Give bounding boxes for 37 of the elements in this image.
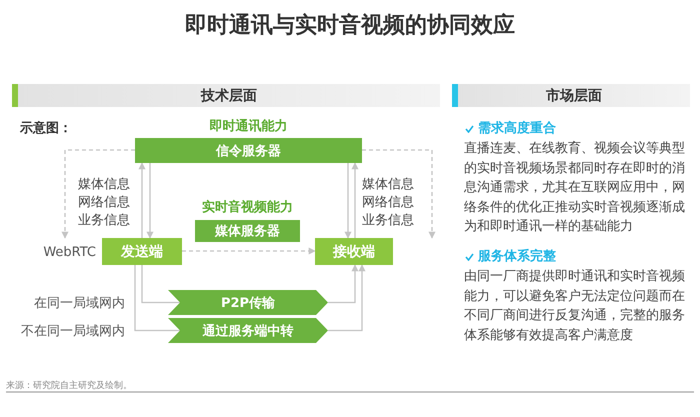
arrow (328, 264, 366, 332)
info-label: 业务信息 (362, 212, 415, 229)
transfer-banner: 通过服务端中转 (168, 318, 328, 343)
info-label: 媒体信息 (362, 176, 415, 193)
section-header-band: 技术层面 (12, 84, 440, 107)
paragraph: 直播连麦、在线教育、视频会议等典型的实时音视频场景都同时存在即时的消息沟通需求，尤其在互联网应用中，网络条件的优化正推动实时音视频逐渐成为和即时通讯一样的基础能力 (464, 140, 686, 236)
title: 即时通讯与实时音视频的协同效应 (184, 12, 516, 40)
capability-heading: 即时通讯能力 (208, 119, 288, 135)
point-heading: 服务体系完整 (478, 248, 557, 265)
condition-label: 在同一局域网内 (33, 295, 125, 312)
connector-line (141, 265, 180, 304)
info-label: 业务信息 (78, 212, 131, 229)
endpoint-box: 发送端 (102, 238, 182, 265)
point-heading: 需求高度重合 (478, 120, 557, 137)
dashed-arrow (362, 149, 436, 239)
capability-heading: 实时音视频能力 (201, 200, 294, 216)
server-box: 信令服务器 (135, 138, 362, 163)
server-box: 媒体服务器 (195, 220, 300, 242)
diagram-label: 示意图： (20, 120, 73, 137)
arrow (138, 162, 146, 238)
dashed-arrow (182, 248, 316, 254)
condition-label: 不在同一局域网内 (20, 323, 125, 340)
source-note: 来源：研究院自主研究及绘制。 (6, 380, 133, 393)
paragraph: 由同一厂商提供即时通讯和实时音视频能力，可以避免客户无法定位问题而在不同厂商间进行反复沟通，完整的服务体系能够有效提高客户满意度 (464, 268, 686, 344)
arrow (344, 163, 352, 239)
section-header-band: 市场层面 (452, 84, 690, 107)
info-label: 媒体信息 (78, 176, 131, 193)
transfer-banner: P2P传输 (168, 290, 328, 315)
dashed-arrow (62, 149, 135, 239)
technology-label: WebRTC (42, 244, 96, 261)
arrow (352, 162, 358, 238)
arrow (328, 264, 358, 304)
arrow (146, 163, 154, 239)
info-label: 网络信息 (78, 194, 131, 211)
endpoint-box: 接收端 (315, 238, 393, 265)
connector-line (134, 265, 180, 332)
info-label: 网络信息 (362, 194, 415, 211)
